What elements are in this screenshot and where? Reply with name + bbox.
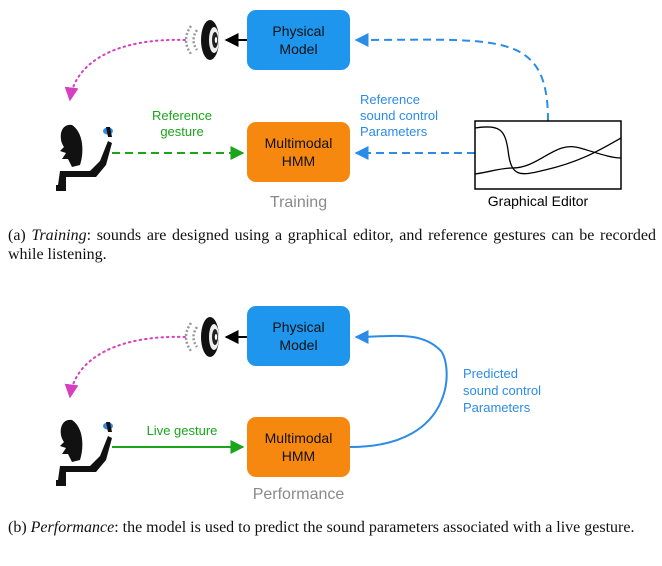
caption-a: (a) Training: sounds are designed using … [8,226,656,264]
person-icon [56,419,113,486]
caption-b-term: Performance [30,519,115,536]
graphical-editor-panel [474,120,622,190]
caption-b-text: : the model is used to predict the sound… [114,519,635,536]
sound-feedback-arrow [64,38,186,102]
predicted-params-label-line3: Parameters [463,400,531,415]
physical-model-label-line2: Model [279,41,317,57]
caption-a-text: : sounds are designed using a graphical … [8,227,656,263]
hmm-label-line2: HMM [282,153,315,169]
panel-b: Physical Model Live gesture Multimodal H… [56,306,541,503]
physical-model-label-line1: Physical [272,319,324,335]
performance-stage-label: Performance [253,486,345,503]
speaker-icon [184,317,219,357]
multimodal-hmm-box [247,122,350,182]
multimodal-hmm-box [247,417,350,477]
editor-to-model-arrow [354,32,549,122]
training-stage-label: Training [270,194,327,211]
speaker-icon [184,20,219,60]
physical-model-box [247,306,350,366]
predicted-params-label-line1: Predicted [463,366,518,381]
live-gesture-label: Live gesture [147,423,218,438]
panel-a: Physical Model Reference gesture Multimo… [56,10,622,211]
sound-feedback-arrow [64,335,186,399]
reference-params-label-line3: Parameters [360,124,428,139]
predicted-params-label-line2: sound control [463,383,541,398]
reference-params-label-line1: Reference [360,92,420,107]
physical-model-box [247,10,350,70]
physical-model-label-line2: Model [279,337,317,353]
caption-a-prefix: (a) [8,227,32,244]
reference-gesture-label-line2: gesture [160,124,203,139]
reference-params-label-line2: sound control [360,108,438,123]
person-icon [56,124,113,191]
caption-b: (b) Performance: the model is used to pr… [8,518,656,537]
predicted-params-arrow [349,329,448,448]
hmm-label-line1: Multimodal [265,430,333,446]
graphical-editor-label: Graphical Editor [488,193,589,209]
caption-b-prefix: (b) [8,519,31,536]
physical-model-label-line1: Physical [272,23,324,39]
caption-a-term: Training [31,227,87,244]
hmm-label-line2: HMM [282,448,315,464]
reference-gesture-label-line1: Reference [152,108,212,123]
hmm-label-line1: Multimodal [265,135,333,151]
